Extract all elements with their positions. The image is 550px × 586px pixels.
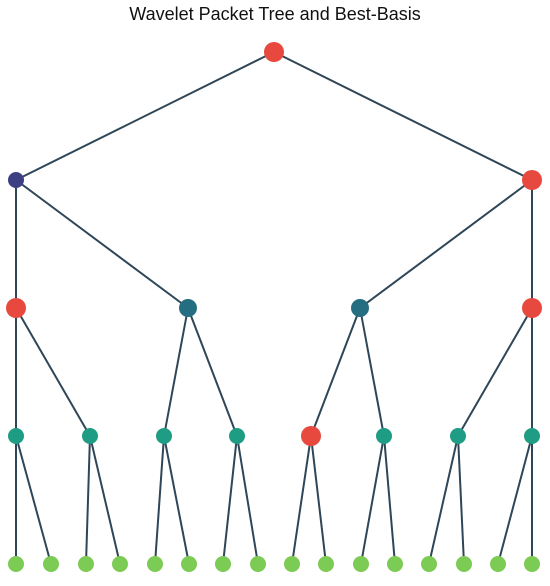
tree-edge-2.1-3.3: [187, 307, 238, 437]
leaf-node-4.6: [215, 556, 231, 572]
tree-edge-1.0-2.1: [15, 179, 189, 309]
tree-edge-2.1-3.2: [163, 307, 189, 437]
best-basis-node-2.0: [6, 298, 26, 318]
best-basis-node-2.3: [522, 298, 542, 318]
tree-edge-0.0-1.1: [273, 51, 533, 181]
tree-edge-3.6-4.13: [457, 435, 465, 565]
leaf-node-4.8: [284, 556, 300, 572]
tree-edge-2.3-3.6: [457, 307, 533, 437]
leaf-node-4.12: [421, 556, 437, 572]
tree-node-3.6: [450, 428, 466, 444]
leaf-node-4.0: [8, 556, 24, 572]
tree-edge-3.2-4.5: [163, 435, 190, 565]
leaf-node-4.3: [112, 556, 128, 572]
tree-node-3.2: [156, 428, 172, 444]
tree-edge-3.3-4.6: [222, 435, 238, 565]
best-basis-node-3.4: [301, 426, 321, 446]
leaf-node-4.4: [147, 556, 163, 572]
tree-edge-0.0-1.0: [15, 51, 275, 181]
tree-edge-3.1-4.2: [85, 435, 91, 565]
tree-node-3.5: [376, 428, 392, 444]
tree-edge-3.0-4.1: [15, 435, 52, 565]
leaf-node-4.5: [181, 556, 197, 572]
leaf-node-4.14: [490, 556, 506, 572]
leaf-node-4.10: [353, 556, 369, 572]
leaf-node-4.11: [387, 556, 403, 572]
tree-node-2.1: [179, 299, 197, 317]
tree-edge-2.2-3.4: [310, 307, 361, 437]
tree-edge-3.3-4.7: [236, 435, 259, 565]
tree-edge-3.4-4.9: [310, 435, 327, 565]
tree-edge-3.4-4.8: [291, 435, 312, 565]
tree-edge-3.6-4.12: [428, 435, 459, 565]
leaf-node-4.9: [318, 556, 334, 572]
leaf-node-4.1: [43, 556, 59, 572]
tree-edge-3.2-4.4: [154, 435, 165, 565]
tree-node-3.0: [8, 428, 24, 444]
tree-node-1.0: [8, 172, 24, 188]
leaf-node-4.2: [78, 556, 94, 572]
tree-edge-3.1-4.3: [89, 435, 121, 565]
diagram-title: Wavelet Packet Tree and Best-Basis: [129, 4, 421, 24]
tree-edge-2.2-3.5: [359, 307, 385, 437]
tree-node-2.2: [351, 299, 369, 317]
tree-edges: [15, 51, 533, 565]
tree-node-3.7: [524, 428, 540, 444]
tree-node-3.1: [82, 428, 98, 444]
leaf-node-4.13: [456, 556, 472, 572]
leaf-node-4.15: [524, 556, 540, 572]
tree-edge-1.1-2.2: [359, 179, 533, 309]
tree-node-3.3: [229, 428, 245, 444]
tree-edge-3.7-4.14: [497, 435, 533, 565]
best-basis-node-0.0: [264, 42, 284, 62]
best-basis-node-1.1: [522, 170, 542, 190]
tree-edge-2.0-3.1: [15, 307, 91, 437]
tree-nodes: [6, 42, 542, 572]
tree-edge-3.5-4.10: [360, 435, 385, 565]
tree-edge-3.5-4.11: [383, 435, 396, 565]
leaf-node-4.7: [250, 556, 266, 572]
